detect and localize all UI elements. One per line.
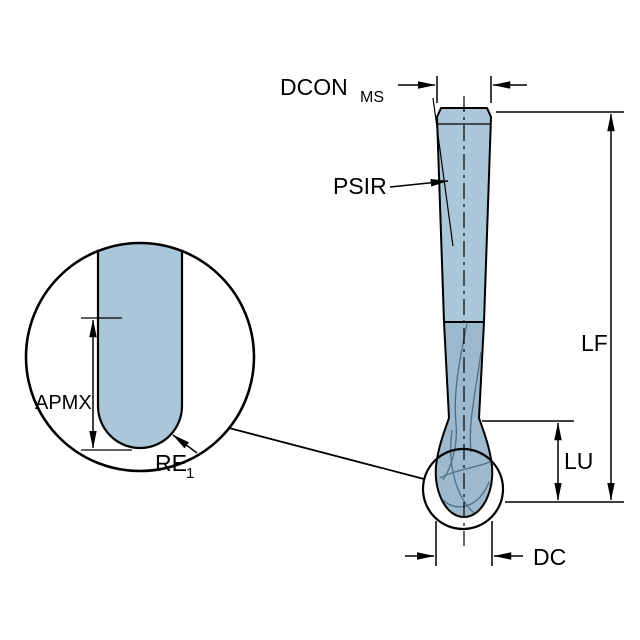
dim-apmx: [81, 317, 132, 451]
re-leader-arrow: [172, 434, 198, 454]
tip-callout-circle: [421, 447, 505, 531]
dim-lu: [482, 420, 574, 501]
psir-angle-line: [432, 97, 454, 247]
detail-tip-shape: [96, 243, 184, 450]
detail-view: APMX RE 1: [24, 241, 256, 482]
dim-dcon: [398, 76, 527, 103]
label-psir: PSIR: [333, 173, 387, 199]
callout-connector-line: [228, 427, 425, 480]
label-dc: DC: [533, 544, 566, 570]
label-apmx: APMX: [35, 392, 92, 414]
label-re: RE: [155, 450, 187, 476]
label-dcon-subscript: MS: [360, 89, 384, 106]
tool-body: [432, 96, 494, 546]
label-dcon: DCON: [280, 74, 348, 100]
psir-leader-arrow: [389, 179, 449, 188]
dim-dc: [405, 521, 523, 566]
detail-circle-outline: [24, 241, 256, 473]
dim-lf: [496, 111, 624, 503]
label-re-subscript: 1: [186, 465, 194, 482]
label-lu: LU: [564, 448, 593, 474]
flute-edge-curves: [439, 323, 491, 514]
label-lf: LF: [581, 330, 608, 356]
